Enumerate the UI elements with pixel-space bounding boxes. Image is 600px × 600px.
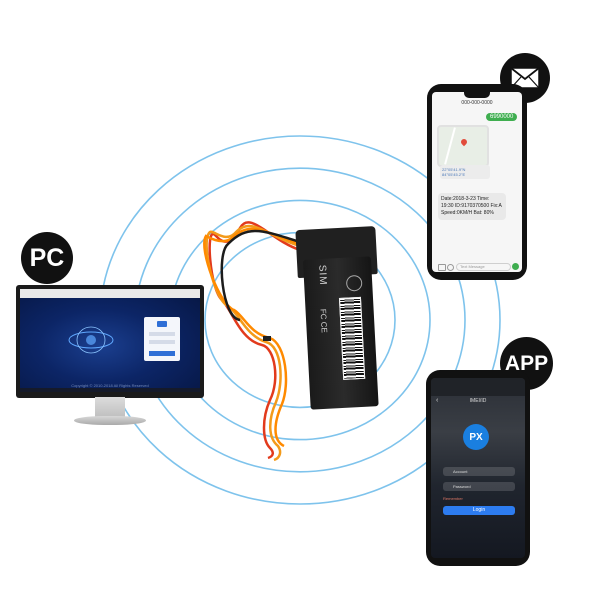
certification-label: FC CE [318,308,329,334]
sent-sms-bubble: 6990000 [486,113,518,121]
phone-notch [464,92,490,98]
back-icon[interactable]: ‹ [436,397,439,404]
barcode-label [338,296,366,380]
pc-monitor: Copyright © 2010-2018 All Rights Reserve… [16,285,204,398]
apps-icon[interactable] [447,264,454,271]
pc-badge: PC [21,232,73,284]
remember-checkbox[interactable]: Remember [443,496,463,501]
app-title: IMEI/ID [469,398,487,404]
web-password-input[interactable] [149,340,175,344]
sms-screen: 000-000-0000 6990000 22°05'41.9"N 84°05'… [432,92,522,272]
web-account-input[interactable] [149,332,175,336]
sms-phone: 000-000-0000 6990000 22°05'41.9"N 84°05'… [427,84,527,280]
web-login-panel[interactable] [144,317,180,361]
map-pin-icon [459,137,469,147]
gps-tracker: SIM FC CE [295,226,384,410]
copyright-text: Copyright © 2010-2018 All Rights Reserve… [71,383,149,388]
send-icon[interactable] [512,263,519,270]
monitor-screen: Copyright © 2010-2018 All Rights Reserve… [20,289,200,392]
app-screen: ‹ IMEI/ID PX Account Password Remember L… [431,378,525,558]
monitor-stand [95,397,125,419]
contact-number: 000-000-0000 [461,100,493,106]
message-input[interactable]: Text Message [456,263,511,271]
globe-icon [68,326,114,354]
sim-label: SIM [316,264,329,286]
map-thumbnail[interactable] [437,125,489,167]
app-phone: ‹ IMEI/ID PX Account Password Remember L… [426,370,530,566]
monitor-base [74,416,146,425]
app-status-bar [431,378,525,396]
account-input[interactable]: Account [443,467,515,476]
web-logo [157,321,167,327]
coordinates-text: 22°05'41.9"N 84°05'45.2"E [440,165,490,179]
password-input[interactable]: Password [443,482,515,491]
map-road [444,127,456,165]
received-sms-bubble: Date:2018-3-23 Time: 19:30 ID:9170370500… [438,193,506,220]
taskbar [20,388,200,392]
login-button[interactable]: Login [443,506,515,515]
web-login-button[interactable] [149,351,175,356]
cable-tie [263,336,271,341]
browser-bar [20,289,200,298]
app-logo: PX [463,424,489,450]
camera-icon[interactable] [438,264,446,271]
